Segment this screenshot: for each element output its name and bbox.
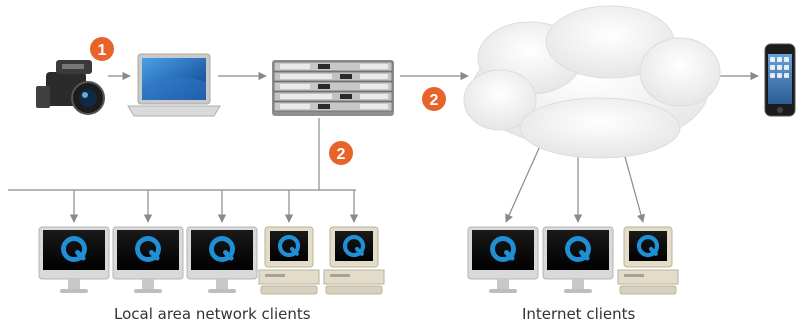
cloud-icon	[463, 5, 721, 159]
step-number: 1	[98, 42, 107, 59]
quicktime-client-icon	[39, 227, 109, 293]
lan-arrows	[8, 118, 359, 223]
internet-clients	[468, 227, 678, 294]
step-badge-1: 1	[90, 37, 114, 61]
step-number: 2	[430, 92, 439, 109]
step-badge-2-cloud: 2	[422, 87, 446, 111]
quicktime-client-icon	[187, 227, 257, 293]
lan-clients-caption: Local area network clients	[114, 305, 311, 323]
quicktime-client-icon	[468, 227, 538, 293]
server-rack-icon	[272, 60, 394, 116]
iphone-icon	[764, 43, 796, 117]
step-badge-2-lan: 2	[329, 141, 353, 165]
internet-clients-caption: Internet clients	[522, 305, 636, 323]
laptop-icon	[127, 53, 221, 117]
quicktime-client-icon	[324, 227, 384, 294]
quicktime-client-icon	[543, 227, 613, 293]
video-camera-icon	[36, 60, 105, 115]
quicktime-client-icon	[113, 227, 183, 293]
quicktime-client-icon	[259, 227, 319, 294]
step-number: 2	[337, 146, 346, 163]
lan-clients	[39, 227, 384, 294]
internet-arrows	[505, 145, 646, 223]
quicktime-client-icon	[618, 227, 678, 294]
